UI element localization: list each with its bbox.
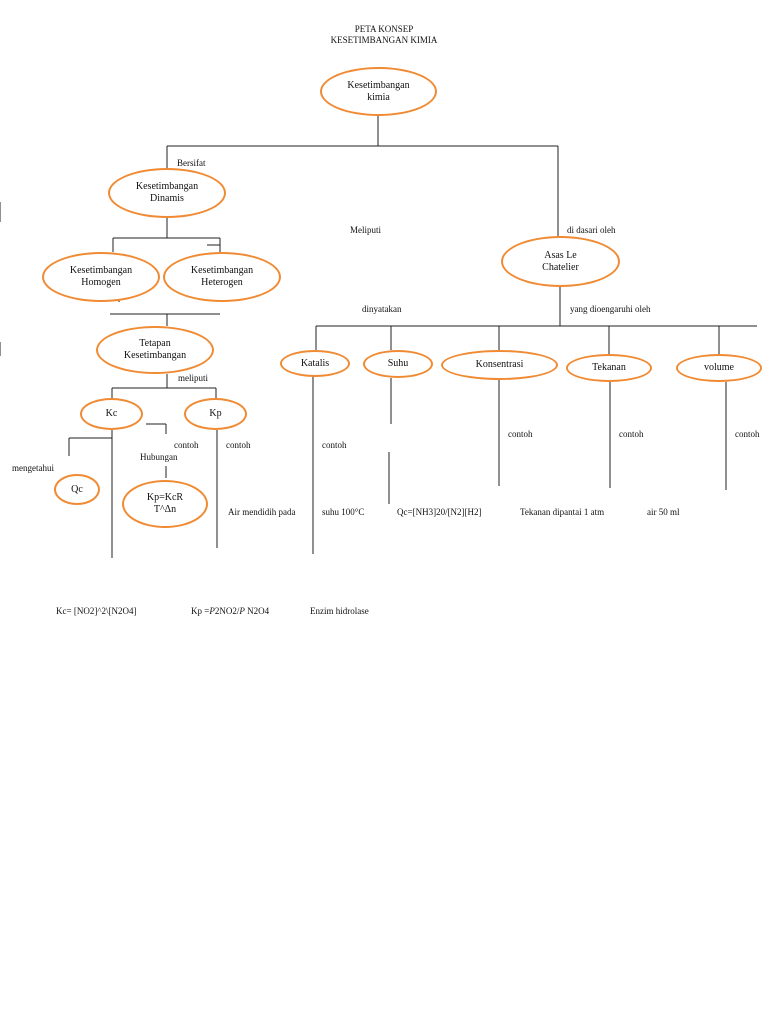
node-kp: Kp	[184, 398, 247, 430]
example-suhu-100: suhu 100°C	[322, 507, 365, 517]
label-contoh-volume: contoh	[735, 429, 760, 439]
label-di-dasari-oleh: di dasari oleh	[567, 225, 616, 235]
node-asas-le-chatelier: Asas Le Chatelier	[501, 236, 620, 287]
node-qc: Qc	[54, 474, 100, 505]
example-air-mendidih: Air mendidih pada	[228, 507, 296, 517]
example-air-50-ml: air 50 ml	[647, 507, 680, 517]
label-meliputi-tetapan: meliputi	[178, 373, 208, 383]
page-subtitle: KESETIMBANGAN KIMIA	[330, 35, 438, 45]
label-contoh-kp: contoh	[226, 440, 251, 450]
node-kesetimbangan-heterogen: Kesetimbangan Heterogen	[163, 252, 281, 302]
node-kc: Kc	[80, 398, 143, 430]
label-dipengaruhi-oleh: yang dioengaruhi oleh	[570, 304, 651, 314]
example-kc-formula: Kc= [NO2]^2\[N2O4]	[56, 606, 137, 616]
label-dinyatakan: dinyatakan	[362, 304, 402, 314]
node-suhu: Suhu	[363, 350, 433, 378]
label-contoh-katalis: contoh	[322, 440, 347, 450]
label-meliputi: Meliputi	[350, 225, 381, 235]
node-kesetimbangan-kimia: Kesetimbangan kimia	[320, 67, 437, 116]
example-tekanan-1-atm: Tekanan dipantai 1 atm	[520, 507, 605, 517]
example-enzim-hidrolase: Enzim hidrolase	[310, 606, 369, 616]
node-tetapan-kesetimbangan: Tetapan Kesetimbangan	[96, 326, 214, 374]
page-title: PETA KONSEP	[354, 24, 414, 34]
node-tekanan: Tekanan	[566, 354, 652, 382]
label-contoh-kc: contoh	[174, 440, 199, 450]
node-konsentrasi: Konsentrasi	[441, 350, 558, 380]
node-volume: volume	[676, 354, 762, 382]
node-katalis: Katalis	[280, 350, 350, 377]
node-kesetimbangan-dinamis: Kesetimbangan Dinamis	[108, 168, 226, 218]
label-bersifat: Bersifat	[177, 158, 206, 168]
label-hubungan: Hubungan	[140, 452, 178, 462]
label-contoh-tekanan: contoh	[619, 429, 644, 439]
example-kp-formula: Kp =P2NO2/P N2O4	[191, 606, 270, 616]
node-kesetimbangan-homogen: Kesetimbangan Homogen	[42, 252, 160, 302]
label-contoh-konsentrasi: contoh	[508, 429, 533, 439]
example-qc-formula: Qc=[NH3]20/[N2][H2]	[397, 507, 482, 517]
label-mengetahui: mengetahui	[12, 463, 54, 473]
node-kp-kc-relation: Kp=KcR T^Δn	[122, 480, 208, 528]
